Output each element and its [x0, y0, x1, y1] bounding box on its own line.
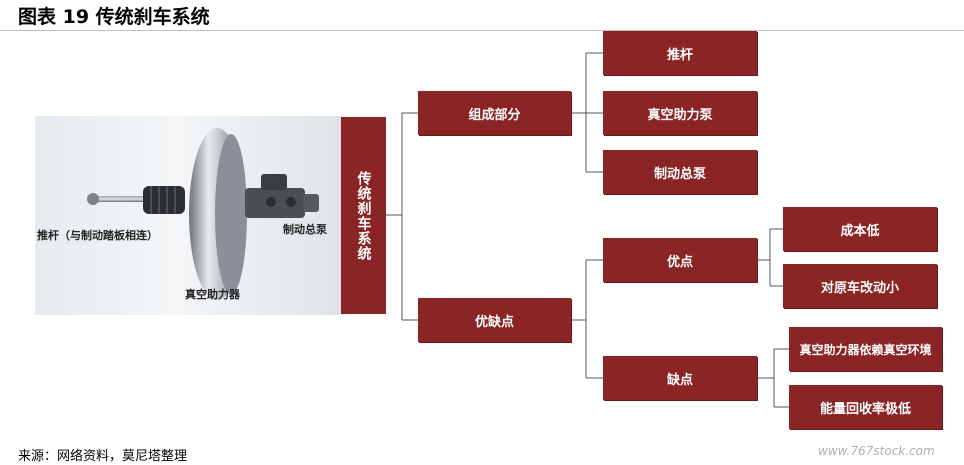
title-divider: [0, 30, 964, 31]
node-minor-modification: 对原车改动小: [783, 264, 937, 308]
node-pros: 优点: [603, 238, 757, 282]
node-low-energy-recovery: 能量回收率极低: [789, 385, 942, 429]
node-vacuum-booster-pump: 真空助力泵: [603, 91, 757, 135]
brake-booster-illustration: [87, 128, 319, 300]
node-components: 组成部分: [418, 91, 571, 135]
node-pros-cons: 优缺点: [418, 298, 571, 342]
watermark: www.767stock.com: [818, 444, 935, 458]
root-node: 传统刹车系统: [341, 117, 386, 314]
node-vacuum-dependency: 真空助力器依赖真空环境: [789, 327, 942, 371]
node-low-cost: 成本低: [783, 207, 937, 251]
node-master-pump: 制动总泵: [603, 150, 757, 194]
node-push-rod: 推杆: [603, 31, 757, 75]
source-note: 来源：网络资料，莫尼塔整理: [18, 449, 188, 464]
push-rod-label: 推杆（与制动踏板相连）: [37, 229, 158, 242]
brake-system-photo: 推杆（与制动踏板相连） 真空助力器 制动总泵: [35, 116, 345, 315]
master-pump-label: 制动总泵: [283, 223, 327, 236]
node-cons: 缺点: [603, 356, 757, 400]
figure-title: 图表 19 传统刹车系统: [18, 6, 210, 28]
vacuum-booster-label: 真空助力器: [185, 288, 240, 301]
